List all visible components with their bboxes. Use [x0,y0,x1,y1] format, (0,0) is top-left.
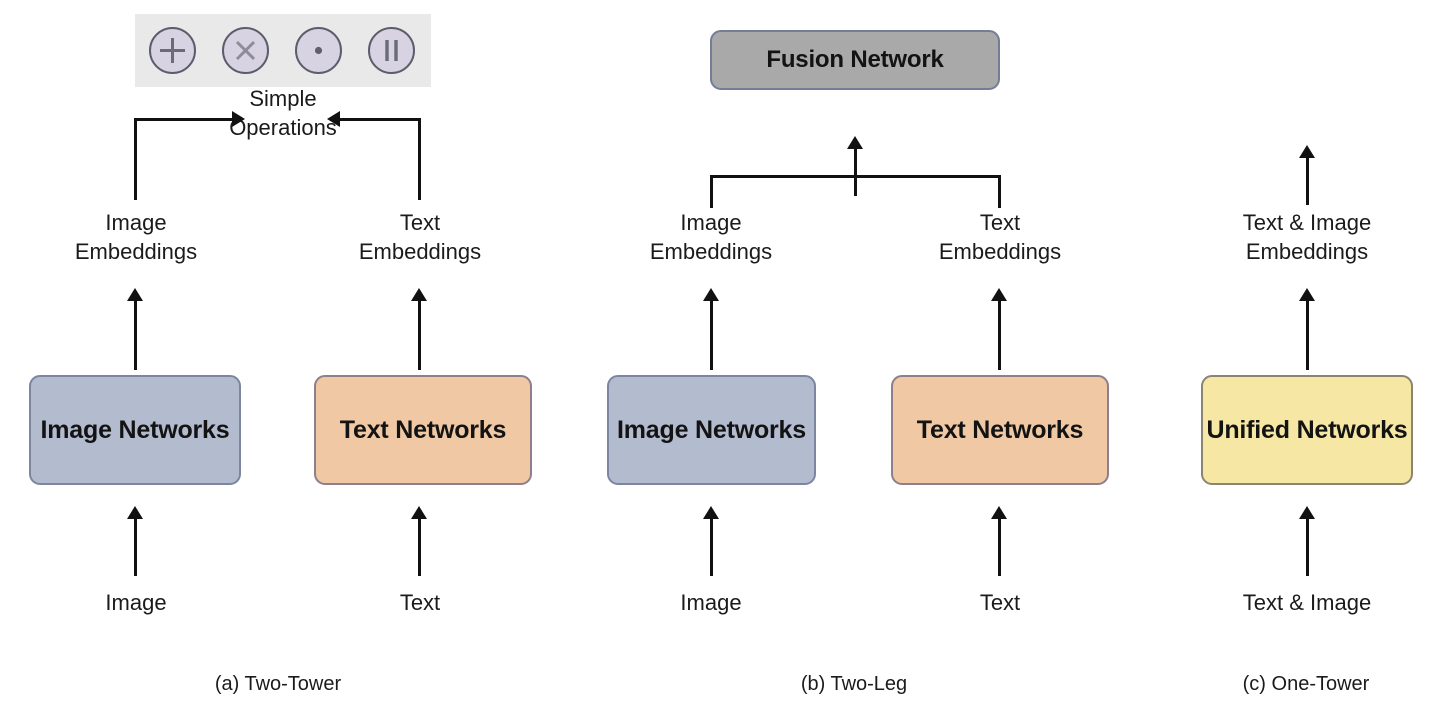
panel-b-image-networks-box[interactable]: Image Networks [607,375,816,485]
panel-c-unified-networks-box[interactable]: Unified Networks [1201,375,1413,485]
concat-icon [368,27,415,74]
panel-c-top-arrow-stem [1306,157,1309,205]
panel-b-fusion-network-box[interactable]: Fusion Network [710,30,1000,90]
panel-a-right-arrowhead [327,111,340,127]
panel-b-text-up-arrowhead [991,288,1007,301]
panel-c-caption: (c) One-Tower [1242,673,1370,695]
panel-c-input-arrow-stem [1306,518,1309,576]
panel-a-text-up-arrowhead [411,288,427,301]
panel-b-text-networks-box[interactable]: Text Networks [891,375,1109,485]
panel-c-up-arrow-stem [1306,300,1309,370]
panel-c-input-arrowhead [1299,506,1315,519]
panel-a-left-arrow-stem [134,118,137,200]
panel-b-fusion-arrow-stem [854,148,857,196]
panel-b-merge-bracket-left-stem [710,175,713,208]
panel-c-top-arrowhead [1299,145,1315,158]
panel-a-image-up-arrow-stem [134,300,137,370]
panel-a-image-input-arrowhead [127,506,143,519]
panel-a-caption: (a) Two-Tower [214,673,342,695]
panel-c-up-arrowhead [1299,288,1315,301]
panel-a-text-input-arrowhead [411,506,427,519]
panel-a-right-arrow-stem [418,118,421,200]
panel-b-merge-bracket-right-stem [998,175,1001,208]
panel-a-left-arrowhead [232,111,245,127]
panel-a-text-input-arrow-stem [418,518,421,576]
simple-operations-label: Simple Operations [229,86,337,141]
panel-a-image-networks-box[interactable]: Image Networks [29,375,241,485]
panel-a-image-up-arrowhead [127,288,143,301]
panel-a-left-arrow-bar [134,118,234,121]
dot-product-icon [295,27,342,74]
panel-b-image-embeddings-label: Image Embeddings [649,210,773,265]
panel-b-text-input-arrowhead [991,506,1007,519]
panel-b-image-input-label: Image [680,590,742,615]
multiply-icon [222,27,269,74]
panel-b-text-input-arrow-stem [998,518,1001,576]
plus-icon [149,27,196,74]
panel-b-text-input-label: Text [979,590,1021,615]
panel-b-caption: (b) Two-Leg [800,673,908,695]
panel-b-text-embeddings-label: Text Embeddings [938,210,1062,265]
panel-a-text-networks-box[interactable]: Text Networks [314,375,532,485]
panel-a-right-arrow-bar [338,118,421,121]
panel-b-image-input-arrowhead [703,506,719,519]
panel-a-image-input-arrow-stem [134,518,137,576]
panel-b-fusion-arrowhead [847,136,863,149]
panel-b-image-input-arrow-stem [710,518,713,576]
panel-b-image-up-arrow-stem [710,300,713,370]
panel-c-input-label: Text & Image [1242,590,1372,615]
panel-a-image-embeddings-label: Image Embeddings [74,210,198,265]
panel-b-merge-bracket-bar [710,175,1000,178]
panel-a-text-up-arrow-stem [418,300,421,370]
panel-b-text-up-arrow-stem [998,300,1001,370]
panel-c-embeddings-label: Text & Image Embeddings [1242,210,1372,265]
panel-a-text-embeddings-label: Text Embeddings [358,210,482,265]
panel-a-image-input-label: Image [105,590,167,615]
simple-operations-strip [135,14,431,87]
panel-a-text-input-label: Text [399,590,441,615]
panel-b-image-up-arrowhead [703,288,719,301]
